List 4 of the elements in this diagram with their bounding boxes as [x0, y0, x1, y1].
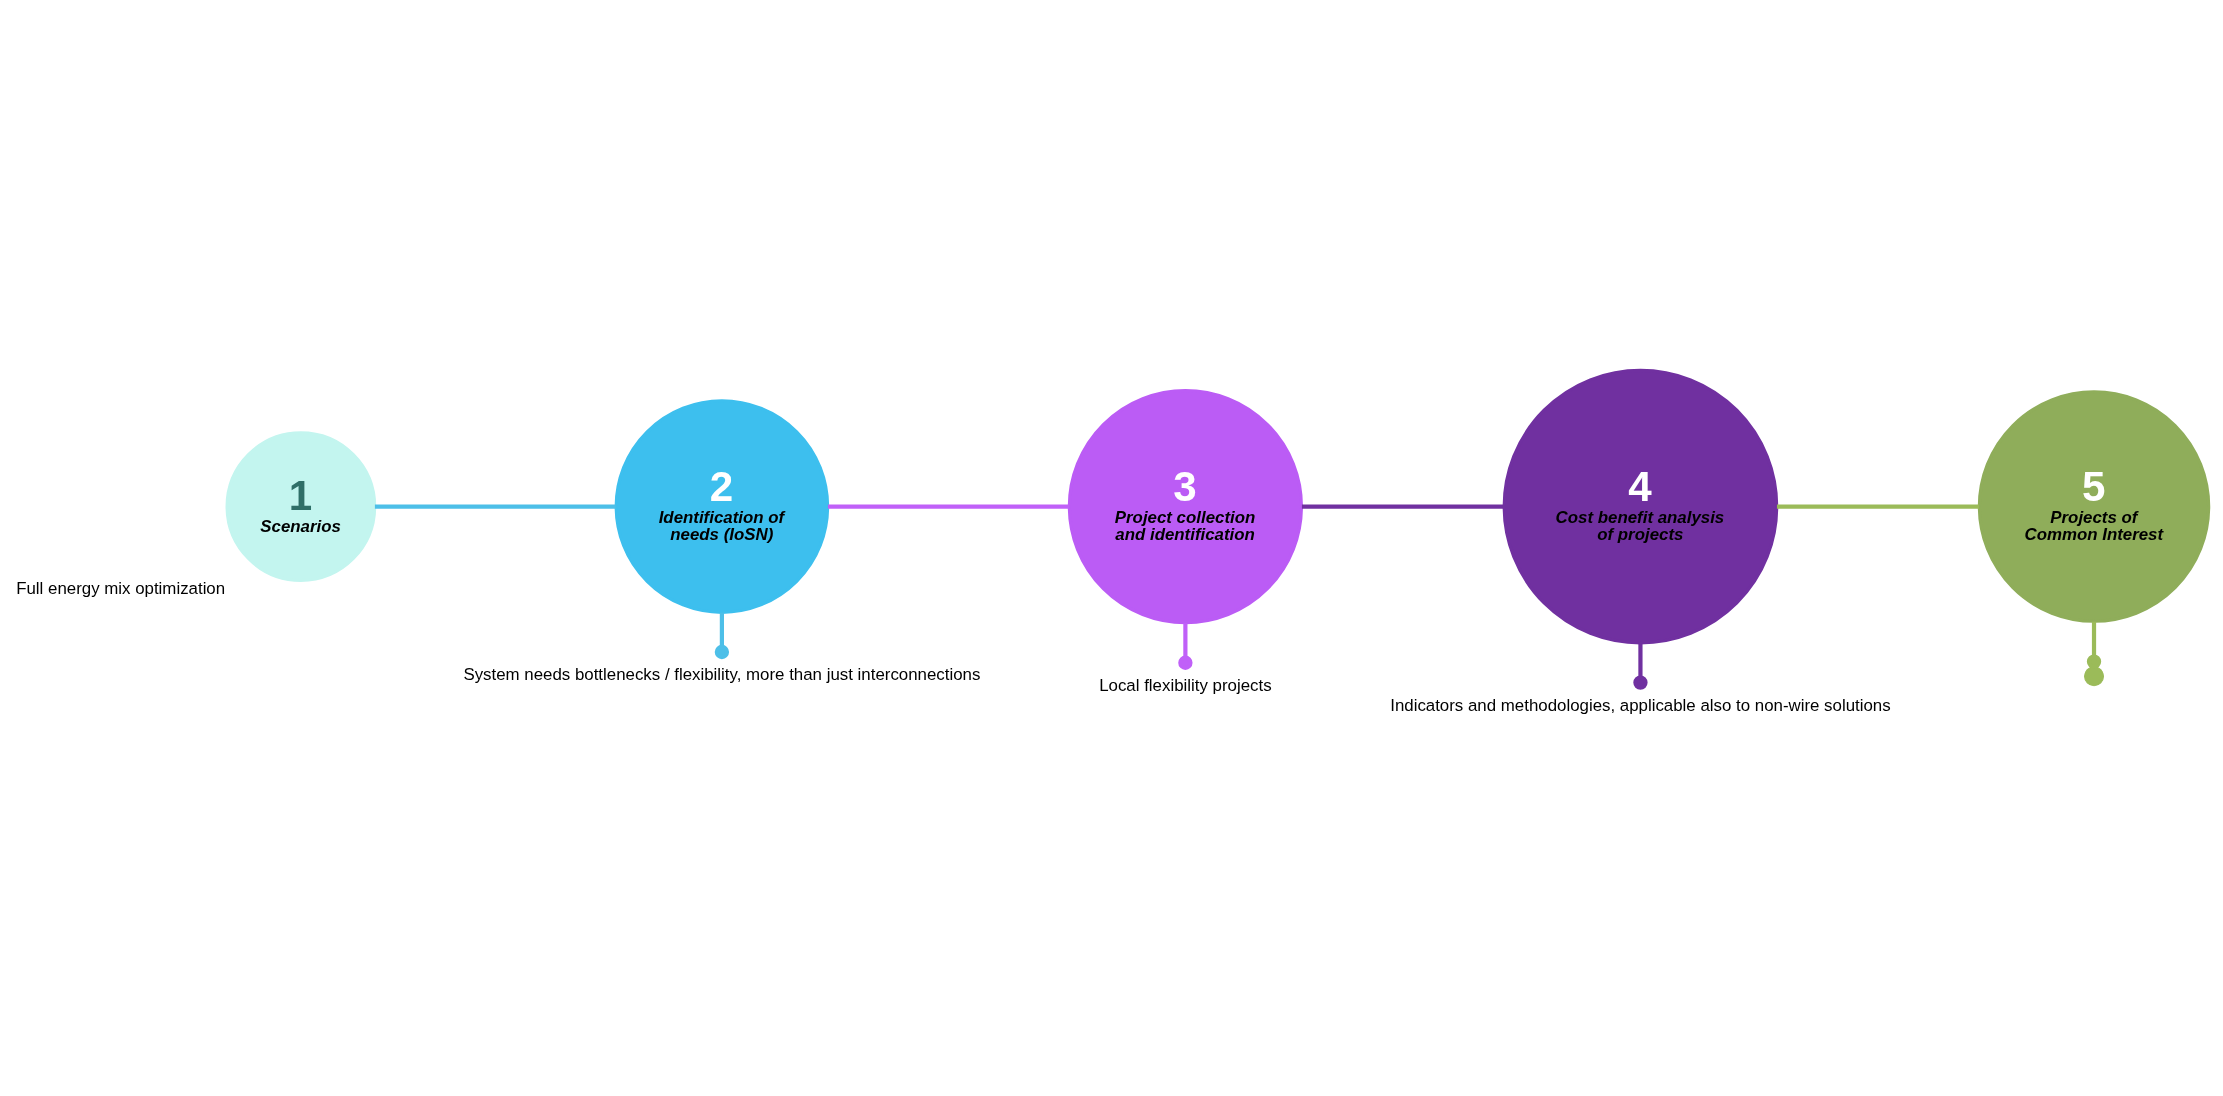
node-text: System needs bottlenecks / flexibility, more than just interconnections: [463, 665, 981, 685]
node-text: Local flexibility projects: [1099, 675, 1272, 695]
node-label: Full energy mix optimization: [16, 578, 226, 598]
node-text: Indicators and methodologies, applicable also to non-wire solutions: [1390, 695, 1891, 715]
